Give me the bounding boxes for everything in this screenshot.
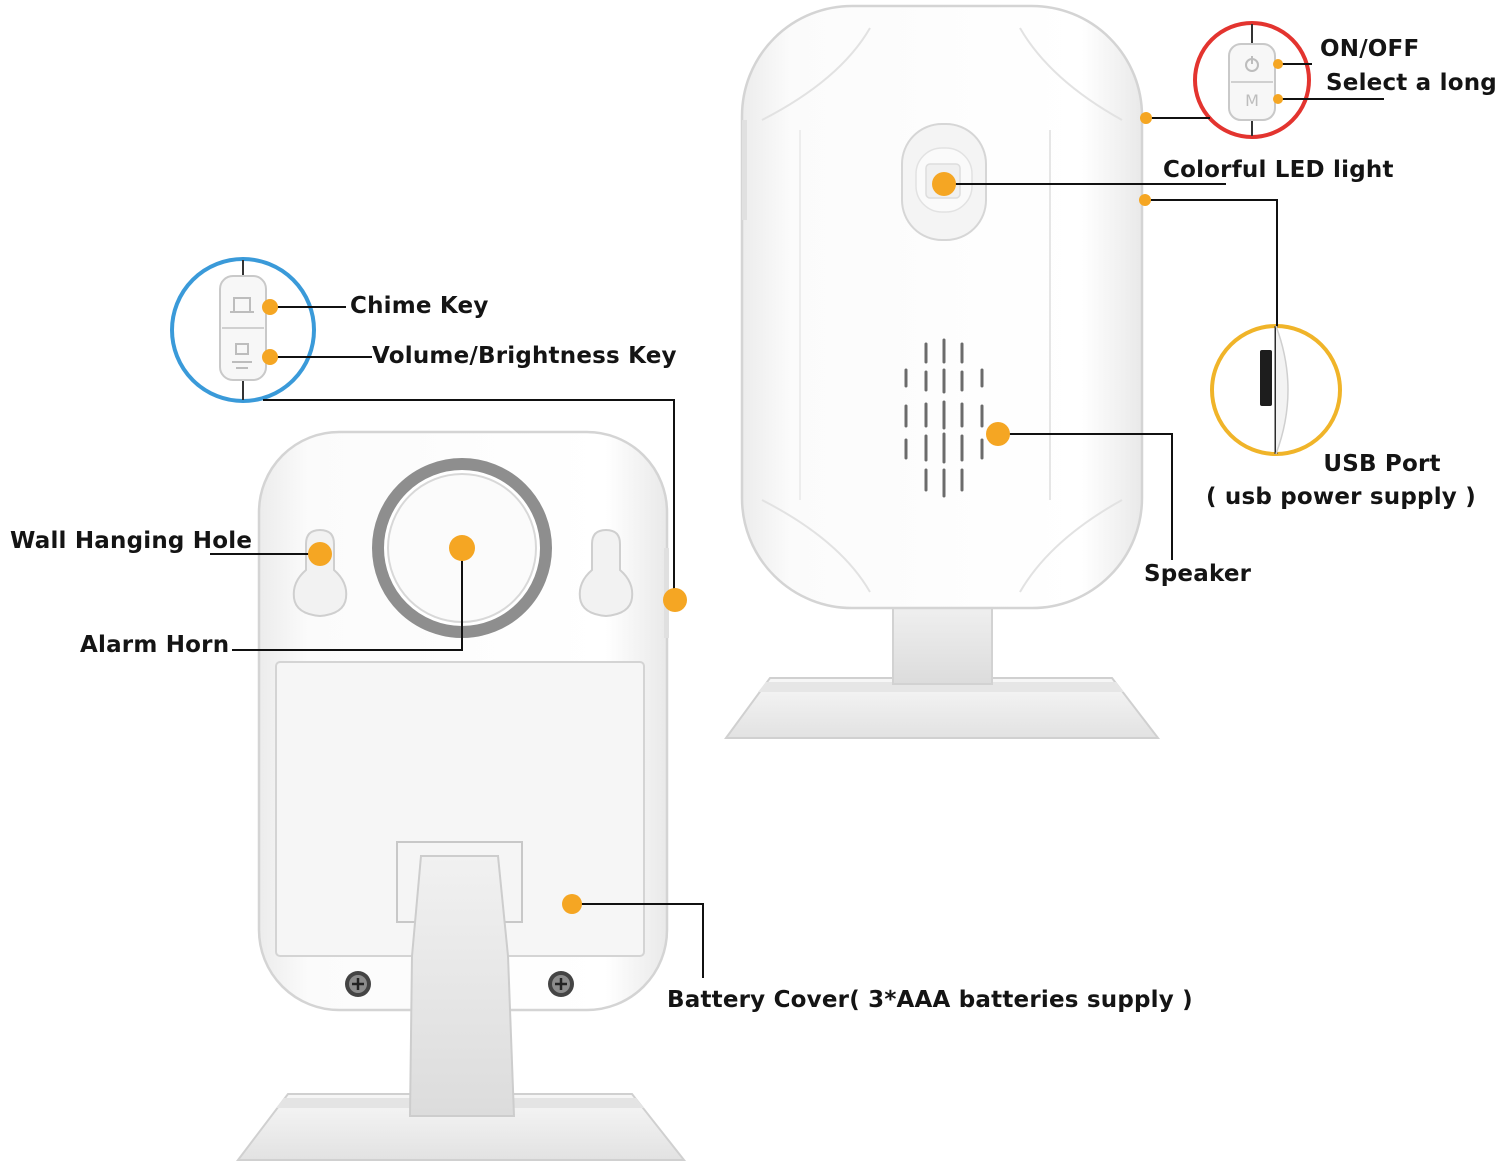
bell-icon — [230, 297, 254, 313]
callout-dots — [262, 59, 1283, 914]
dot-side-keys — [663, 588, 687, 612]
speaker-volume-icon — [232, 343, 252, 369]
label-wall-hole: Wall Hanging Hole — [10, 528, 253, 554]
dot-usb — [1139, 194, 1151, 206]
label-volume-key: Volume/Brightness Key — [372, 343, 677, 369]
dot-volume — [262, 349, 278, 365]
front-body — [740, 4, 1144, 610]
speaker-grille — [904, 338, 984, 498]
dot-chime — [262, 299, 278, 315]
back-base — [235, 1093, 687, 1161]
label-speaker: Speaker — [1144, 561, 1252, 587]
dot-select — [1273, 94, 1283, 104]
front-stand — [892, 599, 993, 685]
label-battery-cover: Battery Cover( 3*AAA batteries supply ) — [667, 987, 1193, 1013]
front-base — [724, 677, 1161, 739]
leader-lines — [210, 63, 1384, 978]
front-device — [724, 4, 1161, 739]
label-alarm-horn: Alarm Horn — [80, 632, 230, 658]
chime-volume-zoom — [170, 257, 316, 403]
dot-alarm-horn — [449, 535, 475, 561]
label-select-long: Select a long — [1326, 70, 1497, 96]
wall-hole-left — [292, 528, 348, 618]
power-mode-zoom: M — [1193, 21, 1311, 139]
screw-right — [548, 971, 574, 997]
screw-left — [345, 971, 371, 997]
dot-side-button — [1140, 112, 1152, 124]
label-led: Colorful LED light — [1163, 157, 1394, 183]
usb-zoom — [1210, 324, 1342, 456]
usb-port-icon — [1260, 350, 1272, 406]
back-stand-leg — [408, 855, 516, 1117]
label-usb-port: USB Port — [1323, 451, 1441, 477]
dot-on-off — [1273, 59, 1283, 69]
label-chime-key: Chime Key — [350, 293, 489, 319]
label-usb-supply: ( usb power supply ) — [1206, 484, 1476, 510]
wall-hole-right — [578, 528, 634, 618]
dot-wall-hole — [308, 542, 332, 566]
dot-battery-cover — [562, 894, 582, 914]
dot-speaker — [986, 422, 1010, 446]
power-icon — [1245, 56, 1259, 72]
label-on-off: ON/OFF — [1320, 36, 1420, 62]
mode-m-icon: M — [1245, 91, 1259, 110]
dot-led — [932, 172, 956, 196]
back-device — [235, 120, 747, 1161]
